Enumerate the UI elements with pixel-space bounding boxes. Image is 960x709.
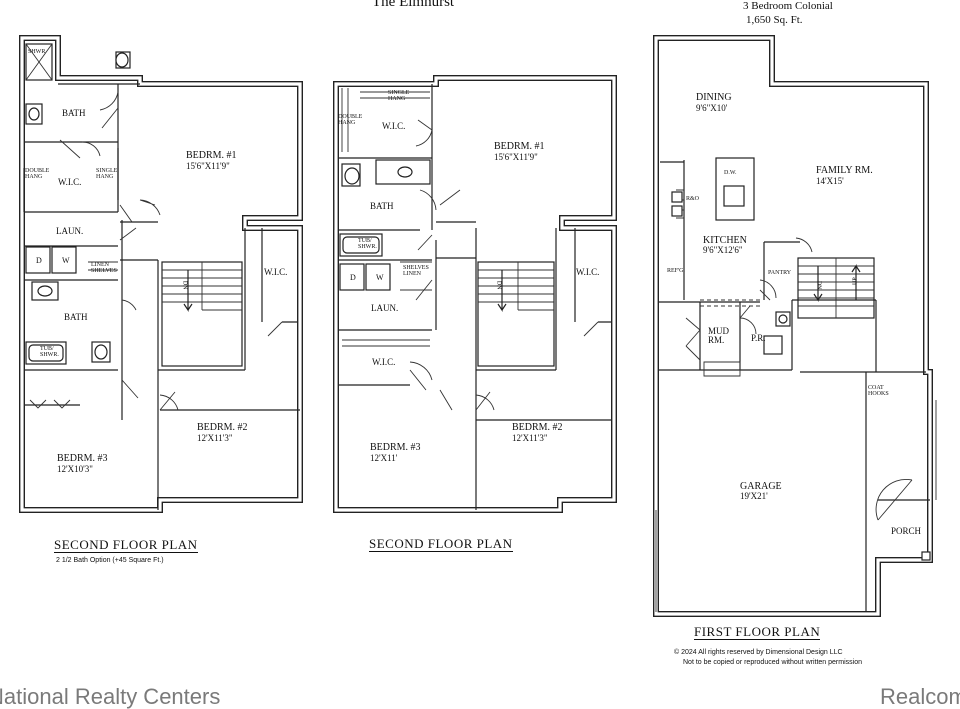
p2-tub-label: TUB/ SHWR. — [358, 238, 377, 251]
p2-dryer-label: D — [350, 273, 356, 282]
p3-pantry-label: PANTRY — [768, 270, 792, 276]
p3-dining-dim: 9'6"X10' — [696, 103, 728, 113]
p3-family-label: FAMILY RM. — [816, 165, 873, 176]
p2-double-hang-label: DOUBLE HANG — [338, 114, 363, 127]
p2-bedroom2-label: BEDRM. #2 — [512, 422, 563, 433]
copyright-line2: Not to be copied or reproduced without w… — [683, 659, 862, 666]
p1-tub-label: TUB/ SHWR. — [40, 346, 59, 359]
p1-bedroom3-dim: 12'X10'3" — [57, 464, 93, 474]
watermark-left: National Realty Centers — [0, 684, 221, 709]
p3-kitchen-label: KITCHEN — [703, 235, 747, 246]
p2-bedroom1-label: BEDRM. #1 — [494, 141, 545, 152]
p3-dining-label: DINING — [696, 92, 732, 103]
model-name: The Elmhurst — [372, 0, 455, 10]
p1-wic-label: W.I.C. — [58, 177, 82, 187]
p1-bath-mid-label: BATH — [64, 312, 88, 322]
p1-washer-label: W — [62, 256, 70, 265]
p2-bedroom1-dim: 15'6"X11'9" — [494, 152, 538, 162]
watermark-right: Realcomp — [880, 684, 960, 709]
p3-stair-up-label: UP — [852, 277, 859, 285]
p2-wic-right-label: W.I.C. — [576, 267, 600, 277]
p3-plan-title: FIRST FLOOR PLAN — [694, 624, 821, 640]
p3-powder-room-label: P.R. — [751, 333, 766, 343]
model-area: 1,650 Sq. Ft. — [746, 14, 803, 26]
p1-bedroom2-dim: 12'X11'3" — [197, 433, 233, 443]
p1-plan-note: 2 1/2 Bath Option (+45 Square Ft.) — [56, 557, 164, 564]
p2-bath-label: BATH — [370, 201, 394, 211]
plan-3-walls — [653, 35, 937, 617]
p1-bedroom1-label: BEDRM. #1 — [186, 150, 237, 161]
p3-garage-dim: 19'X21' — [740, 491, 768, 501]
p2-shelves-linen-label: SHELVES LINEN — [403, 265, 429, 278]
p1-laundry-label: LAUN. — [56, 226, 84, 236]
p1-shower-label: SHWR — [28, 49, 46, 55]
p1-wic-right-label: W.I.C. — [264, 267, 288, 277]
p1-linen-shelves-label: LINEN SHELVES — [91, 262, 117, 275]
p2-laundry-label: LAUN. — [371, 303, 399, 313]
p2-wic-top-label: W.I.C. — [382, 121, 406, 131]
p2-bedroom2-dim: 12'X11'3" — [512, 433, 548, 443]
p2-wic-low-label: W.I.C. — [372, 357, 396, 367]
copyright-line1: © 2024 All rights reserved by Dimensiona… — [674, 649, 843, 656]
p1-bedroom1-dim: 15'6"X11'9" — [186, 161, 230, 171]
plan-1-walls — [19, 35, 303, 513]
p3-stair-down-label: DN — [815, 280, 822, 290]
p3-kitchen-dim: 9'6"X12'6" — [703, 245, 743, 255]
p2-single-hang-label: SINGLE HANG — [388, 90, 410, 103]
p3-garage-label: GARAGE — [740, 481, 782, 492]
p3-coat-hooks-label: COAT HOOKS — [868, 385, 889, 398]
p1-bedroom3-label: BEDRM. #3 — [57, 453, 108, 464]
p3-family-dim: 14'X15' — [816, 176, 844, 186]
plan-1-fixtures — [19, 43, 243, 367]
p3-porch-label: PORCH — [891, 526, 922, 536]
p1-plan-title: SECOND FLOOR PLAN — [54, 537, 198, 553]
p1-single-hang-label: SINGLE HANG — [96, 168, 118, 181]
p3-refrigerator-label: REF'G. — [667, 268, 685, 274]
plan-2-walls — [333, 75, 617, 513]
p1-bath-top-label: BATH — [62, 108, 86, 118]
p2-bedroom3-dim: 12'X11' — [370, 453, 398, 463]
p2-stair-label: DN — [495, 280, 502, 290]
p1-stair-label: DN — [181, 280, 188, 290]
p1-double-hang-label: DOUBLE HANG — [25, 168, 50, 181]
p1-bedroom2-label: BEDRM. #2 — [197, 422, 248, 433]
p2-washer-label: W — [376, 273, 384, 282]
p2-plan-title: SECOND FLOOR PLAN — [369, 536, 513, 552]
p3-mud-room-label: MUD RM. — [708, 326, 730, 345]
p3-range-oven-label: R&O — [686, 196, 700, 202]
plan-2-fixtures — [333, 88, 555, 367]
model-style: 3 Bedroom Colonial — [743, 0, 833, 12]
p3-dishwasher-label: D.W. — [724, 170, 737, 176]
p1-dryer-label: D — [36, 256, 42, 265]
p2-bedroom3-label: BEDRM. #3 — [370, 442, 421, 453]
